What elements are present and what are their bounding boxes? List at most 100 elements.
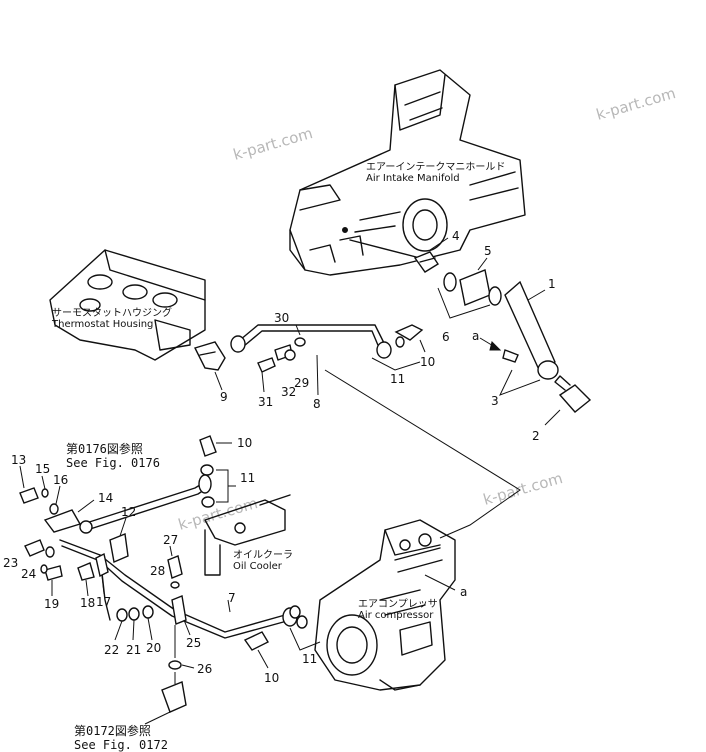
callout-2: 2 xyxy=(532,429,540,443)
callout-12: 12 xyxy=(121,505,136,519)
fig-reference-bottom-jp: 第0172図参照 xyxy=(74,723,151,738)
watermark: k-part.com xyxy=(481,469,564,509)
callout-20: 20 xyxy=(146,641,161,655)
clamp-6b xyxy=(488,286,502,306)
oil-cooler-drawing xyxy=(204,494,291,576)
callout-19: 19 xyxy=(44,597,59,611)
oil-cooler-label-en: Oil Cooler xyxy=(233,561,283,572)
leader-line xyxy=(214,371,223,391)
arrow-head xyxy=(489,341,502,351)
leader-line xyxy=(144,711,171,725)
washer-28 xyxy=(170,581,180,589)
clamp-12 xyxy=(109,533,129,563)
callout-22: 22 xyxy=(104,643,119,657)
bolt-13 xyxy=(19,487,39,504)
leader-line xyxy=(114,620,123,641)
callout-15: 15 xyxy=(35,462,50,476)
washer-24 xyxy=(40,564,48,574)
callout-16: 16 xyxy=(53,473,68,487)
leader-line xyxy=(261,371,265,393)
washer-23 xyxy=(45,546,55,558)
leader-line xyxy=(41,475,46,490)
leader-line xyxy=(147,617,153,641)
callout-11-upper: 11 xyxy=(390,372,405,386)
callout-a-lower: a xyxy=(460,585,467,599)
callout-31: 31 xyxy=(258,395,273,409)
callout-25: 25 xyxy=(186,636,201,650)
washer-11d xyxy=(289,605,301,619)
pipe-1 xyxy=(504,280,559,380)
tube-end-fitting xyxy=(198,474,212,494)
leader-line xyxy=(181,664,195,669)
washer-11c xyxy=(201,496,215,508)
bolt-10c xyxy=(243,631,269,651)
watermark: k-part.com xyxy=(176,494,259,534)
clamp-25 xyxy=(171,595,187,625)
bolt-31 xyxy=(257,357,276,373)
leader-line xyxy=(429,237,449,251)
washer-11e xyxy=(296,615,308,629)
leader-line xyxy=(183,619,191,636)
fig-reference-top-jp: 第0176図参照 xyxy=(66,441,143,456)
washer-15 xyxy=(41,488,49,498)
leader-bracket xyxy=(289,627,321,651)
compressor-label-jp: エアコンプレッサ xyxy=(358,598,438,610)
elbow-fitting-9 xyxy=(194,341,226,371)
leader-line xyxy=(55,485,61,505)
hose-5 xyxy=(459,269,491,306)
bracket-14 xyxy=(43,509,82,533)
clip-18 xyxy=(77,562,95,581)
thermostat-label-en: Thermostat Housing xyxy=(51,319,153,330)
leader-line xyxy=(227,599,231,613)
leader-line xyxy=(77,499,95,513)
leader-line xyxy=(169,545,173,557)
compressor-label-en: Air compressor xyxy=(358,610,434,621)
callout-1: 1 xyxy=(548,277,556,291)
callout-3: 3 xyxy=(491,394,499,408)
leader-bracket xyxy=(216,469,236,503)
callout-6: 6 xyxy=(442,330,450,344)
leader-line xyxy=(132,619,135,641)
callout-26: 26 xyxy=(197,662,212,676)
callout-5: 5 xyxy=(484,244,492,258)
washer-11b xyxy=(200,464,214,476)
callout-30: 30 xyxy=(274,311,289,325)
washer-a xyxy=(502,349,519,363)
mounting-bracket xyxy=(161,681,187,713)
leader-line xyxy=(477,257,488,271)
callout-17: 17 xyxy=(96,595,111,609)
washer-20 xyxy=(142,605,154,619)
leader-line xyxy=(257,649,269,669)
leader-line xyxy=(424,574,456,591)
washer-26 xyxy=(168,660,182,670)
washer-21 xyxy=(128,607,140,621)
air-intake-manifold-drawing xyxy=(289,69,526,276)
leader-line xyxy=(544,409,561,426)
callout-28: 28 xyxy=(150,564,165,578)
fig-reference-top-en: See Fig. 0176 xyxy=(66,456,160,470)
callout-10-upper: 10 xyxy=(420,355,435,369)
callout-29: 29 xyxy=(294,376,309,390)
leader-line xyxy=(316,354,319,396)
bolt-10 xyxy=(394,324,424,341)
spacer-17 xyxy=(95,552,109,578)
callout-23: 23 xyxy=(3,556,18,570)
leader-line xyxy=(295,324,301,336)
leader-line xyxy=(119,517,127,537)
washer-11 xyxy=(395,336,405,348)
callout-8: 8 xyxy=(313,397,321,411)
connector-4 xyxy=(413,251,439,273)
callout-24: 24 xyxy=(21,567,36,581)
air-compressor-drawing xyxy=(314,519,456,691)
callout-14: 14 xyxy=(98,491,113,505)
callout-27: 27 xyxy=(163,533,178,547)
callout-10-middle: 10 xyxy=(237,436,252,450)
bolt-27 xyxy=(167,555,183,579)
clamp-6 xyxy=(443,272,457,292)
callout-11-middle: 11 xyxy=(240,471,255,485)
callout-a-upper: a xyxy=(472,329,479,343)
washer-32 xyxy=(284,349,296,361)
air-intake-label-jp: エアーインテークマニホールド xyxy=(366,161,505,173)
oil-cooler-label-jp: オイルクーラ xyxy=(233,549,293,561)
